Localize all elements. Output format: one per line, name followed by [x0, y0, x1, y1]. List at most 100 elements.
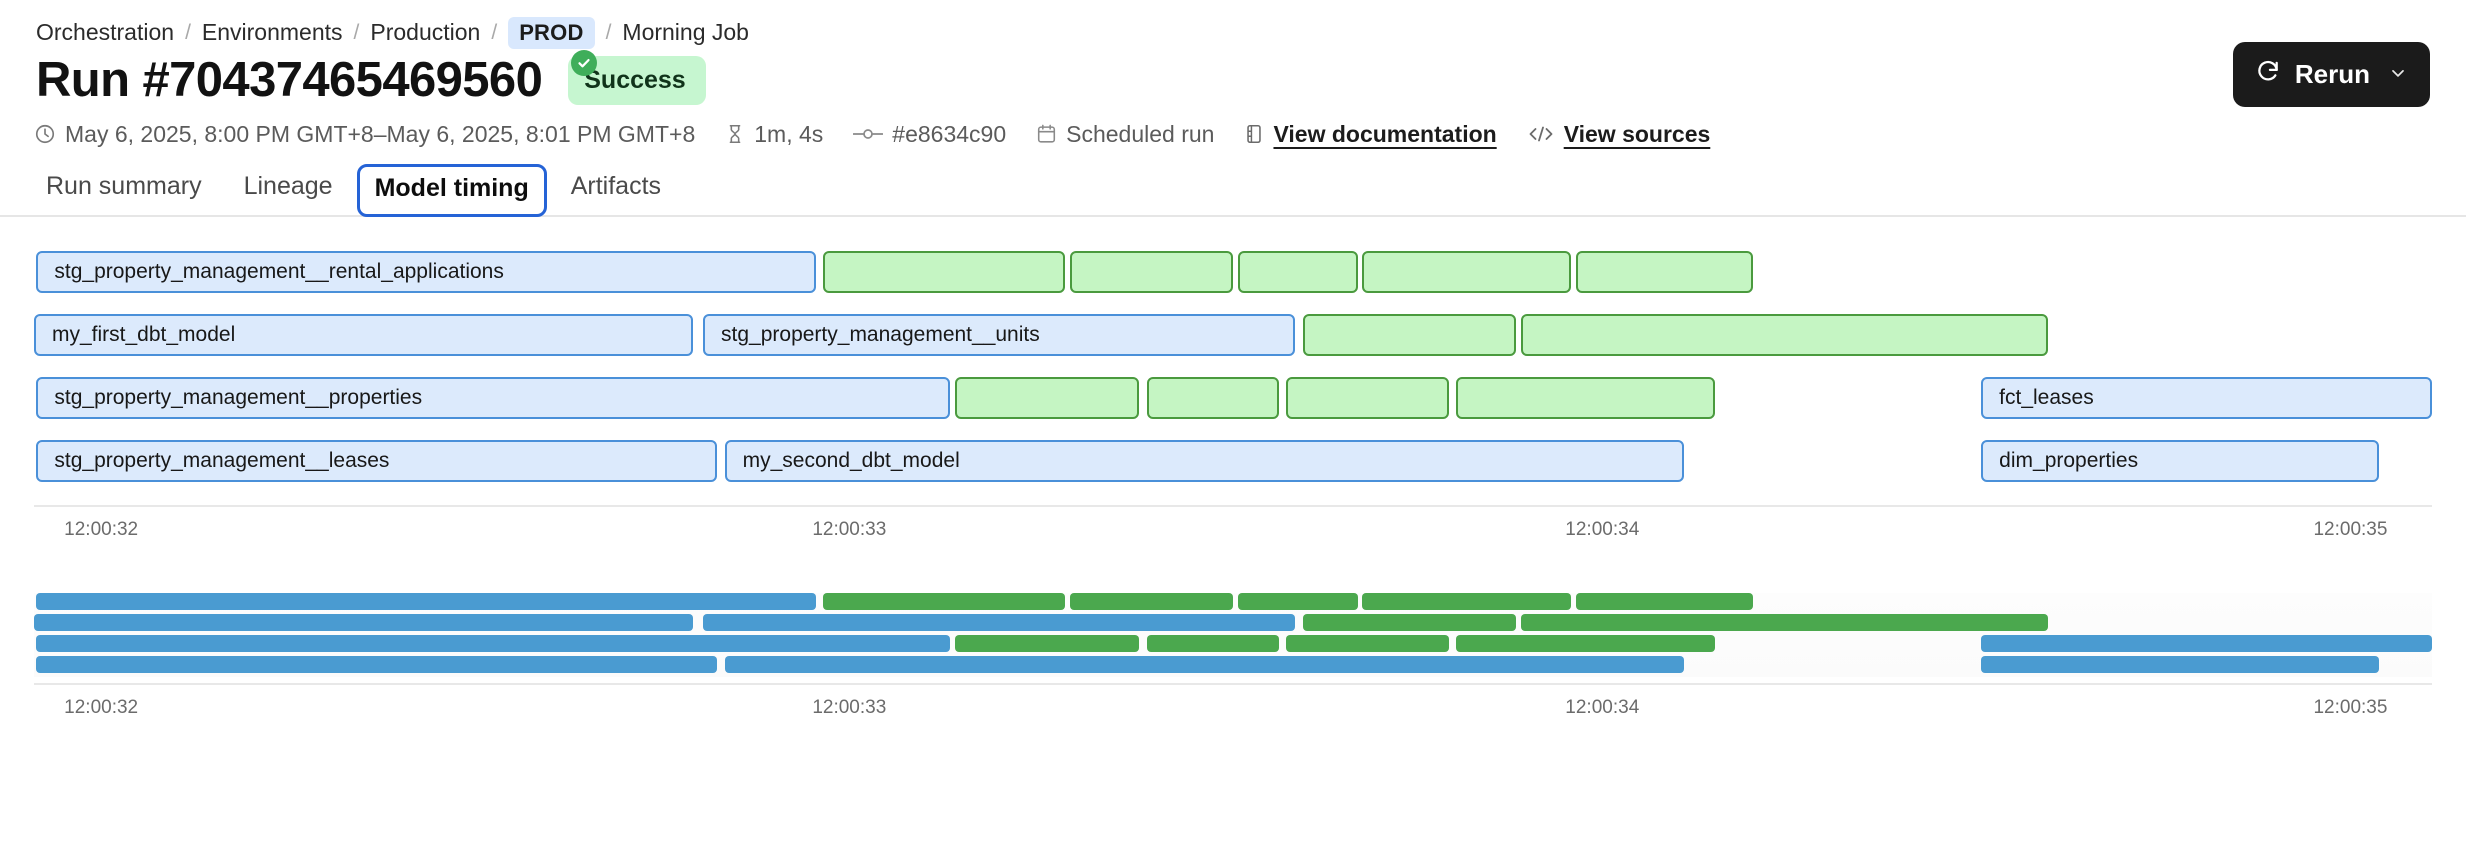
breadcrumb-separator: /	[491, 20, 498, 44]
timeline-overview[interactable]	[34, 593, 2432, 677]
gantt-bar-test-step[interactable]	[1520, 314, 2049, 356]
hourglass-icon	[725, 123, 745, 145]
meta-commit: #e8634c90	[853, 121, 1006, 148]
overview-bar-model[interactable]	[36, 635, 951, 652]
run-metadata: May 6, 2025, 8:00 PM GMT+8–May 6, 2025, …	[0, 105, 2466, 148]
overview-bar-test[interactable]	[1069, 593, 1233, 610]
overview-bar-model[interactable]	[36, 656, 718, 673]
gantt-bar-test-step[interactable]	[822, 251, 1066, 293]
gantt-bar-test-step[interactable]	[1146, 377, 1279, 419]
duration-text: 1m, 4s	[754, 120, 824, 147]
calendar-icon	[1036, 123, 1057, 145]
gantt-bar-stg_property_management__leases[interactable]: stg_property_management__leases	[36, 440, 718, 482]
trigger-text: Scheduled run	[1066, 120, 1215, 147]
overview-bar-model[interactable]	[724, 656, 1684, 673]
axis-tick-label: 12:00:34	[1565, 519, 1640, 540]
book-icon	[1244, 123, 1264, 145]
gantt-bar-label: stg_property_management__leases	[54, 449, 390, 472]
gantt-bar-test-step[interactable]	[1302, 314, 1516, 356]
overview-row	[34, 635, 2432, 652]
code-icon	[1527, 124, 1555, 144]
view-sources-link[interactable]: View sources	[1563, 120, 1711, 147]
breadcrumb: Orchestration / Environments / Production / PR…	[0, 0, 2466, 49]
overview-bar-test[interactable]	[954, 635, 1140, 652]
breadcrumb-separator: /	[185, 20, 191, 44]
overview-bar-test[interactable]	[1575, 593, 1754, 610]
breadcrumb-separator: /	[605, 20, 612, 44]
gantt-bar-fct_leases[interactable]: fct_leases	[1981, 377, 2432, 419]
axis-tick-label: 12:00:32	[64, 519, 139, 540]
axis-tick-label: 12:00:33	[812, 519, 887, 540]
gantt-bar-label: dim_properties	[1999, 449, 2139, 472]
gantt-chart: stg_property_management__rental_applicat…	[34, 251, 2432, 499]
overview-bar-test[interactable]	[1146, 635, 1279, 652]
gantt-bar-label: my_first_dbt_model	[52, 323, 236, 346]
overview-bar-test[interactable]	[822, 593, 1066, 610]
axis-tick-label: 12:00:35	[2313, 697, 2388, 718]
gantt-bar-dim_properties[interactable]: dim_properties	[1981, 440, 2380, 482]
chevron-down-icon[interactable]	[2388, 59, 2408, 90]
gantt-bar-test-step[interactable]	[1285, 377, 1449, 419]
overview-bar-test[interactable]	[1520, 614, 2049, 631]
view-documentation-link[interactable]: View documentation	[1273, 120, 1497, 147]
meta-timerange: May 6, 2025, 8:00 PM GMT+8–May 6, 2025, …	[34, 121, 695, 148]
rerun-button[interactable]: Rerun	[2232, 42, 2430, 107]
breadcrumb-item-orchestration[interactable]: Orchestration	[36, 19, 175, 45]
overview-bar-test[interactable]	[1285, 635, 1449, 652]
overview-row	[34, 614, 2432, 631]
breadcrumb-item-prod: PROD	[508, 16, 595, 49]
refresh-icon	[2255, 58, 2281, 91]
tab-run-summary[interactable]: Run summary	[46, 172, 202, 200]
gantt-bar-stg_property_management__rental_applications[interactable]: stg_property_management__rental_applicat…	[36, 251, 816, 293]
tab-artifacts[interactable]: Artifacts	[570, 172, 662, 200]
overview-bar-test[interactable]	[1456, 635, 1715, 652]
gantt-axis: 12:00:32 12:00:33 12:00:34 12:00:35	[34, 505, 2432, 549]
timerange-text: May 6, 2025, 8:00 PM GMT+8–May 6, 2025, …	[65, 120, 696, 147]
axis-tick-label: 12:00:32	[64, 697, 139, 718]
overview-bar-model[interactable]	[36, 593, 816, 610]
overview-bar-model[interactable]	[1981, 656, 2380, 673]
axis-tick-label: 12:00:33	[812, 697, 887, 718]
gantt-bar-test-step[interactable]	[1456, 377, 1715, 419]
axis-tick-label: 12:00:35	[2313, 519, 2388, 540]
clock-icon	[34, 123, 56, 145]
gantt-row: stg_property_management__rental_applicat…	[34, 251, 2432, 293]
gantt-bar-test-step[interactable]	[1575, 251, 1754, 293]
gantt-bar-label: stg_property_management__units	[721, 323, 1040, 346]
breadcrumb-item-production[interactable]: Production	[370, 19, 481, 45]
gantt-bar-test-step[interactable]	[1362, 251, 1572, 293]
breadcrumb-item-morning-job[interactable]: Morning Job	[622, 19, 749, 45]
gantt-row: stg_property_management__properties fct_l…	[34, 377, 2432, 419]
gantt-bar-my_first_dbt_model[interactable]: my_first_dbt_model	[34, 314, 694, 356]
gantt-bar-stg_property_management__properties[interactable]: stg_property_management__properties	[36, 377, 951, 419]
overview-bar-model[interactable]	[1981, 635, 2432, 652]
overview-bar-test[interactable]	[1302, 614, 1516, 631]
meta-duration: 1m, 4s	[725, 121, 823, 148]
git-commit-icon	[853, 124, 884, 144]
meta-trigger: Scheduled run	[1036, 121, 1214, 148]
overview-row	[34, 656, 2432, 673]
overview-bar-test[interactable]	[1237, 593, 1358, 610]
tab-lineage[interactable]: Lineage	[243, 172, 333, 200]
gantt-bar-label: my_second_dbt_model	[742, 449, 960, 472]
meta-docs[interactable]: View documentation	[1244, 120, 1497, 148]
gantt-row: stg_property_management__leases my_second…	[34, 440, 2432, 482]
meta-sources[interactable]: View sources	[1527, 120, 1711, 148]
commit-text: #e8634c90	[892, 120, 1007, 147]
tab-model-timing[interactable]: Model timing	[356, 164, 547, 217]
axis-tick-label: 12:00:34	[1565, 697, 1640, 718]
model-timing-panel: stg_property_management__rental_applicat…	[0, 251, 2466, 727]
gantt-bar-label: stg_property_management__properties	[54, 386, 423, 409]
gantt-bar-stg_property_management__units[interactable]: stg_property_management__units	[703, 314, 1296, 356]
rerun-label: Rerun	[2294, 59, 2370, 89]
gantt-bar-test-step[interactable]	[1237, 251, 1358, 293]
gantt-bar-test-step[interactable]	[1069, 251, 1233, 293]
breadcrumb-item-environments[interactable]: Environments	[201, 19, 343, 45]
overview-bar-test[interactable]	[1362, 593, 1572, 610]
overview-axis: 12:00:32 12:00:33 12:00:34 12:00:35	[34, 683, 2432, 727]
overview-bar-model[interactable]	[34, 614, 694, 631]
overview-bar-model[interactable]	[703, 614, 1296, 631]
gantt-bar-my_second_dbt_model[interactable]: my_second_dbt_model	[724, 440, 1684, 482]
gantt-bar-test-step[interactable]	[954, 377, 1140, 419]
check-circle-icon	[571, 50, 598, 76]
